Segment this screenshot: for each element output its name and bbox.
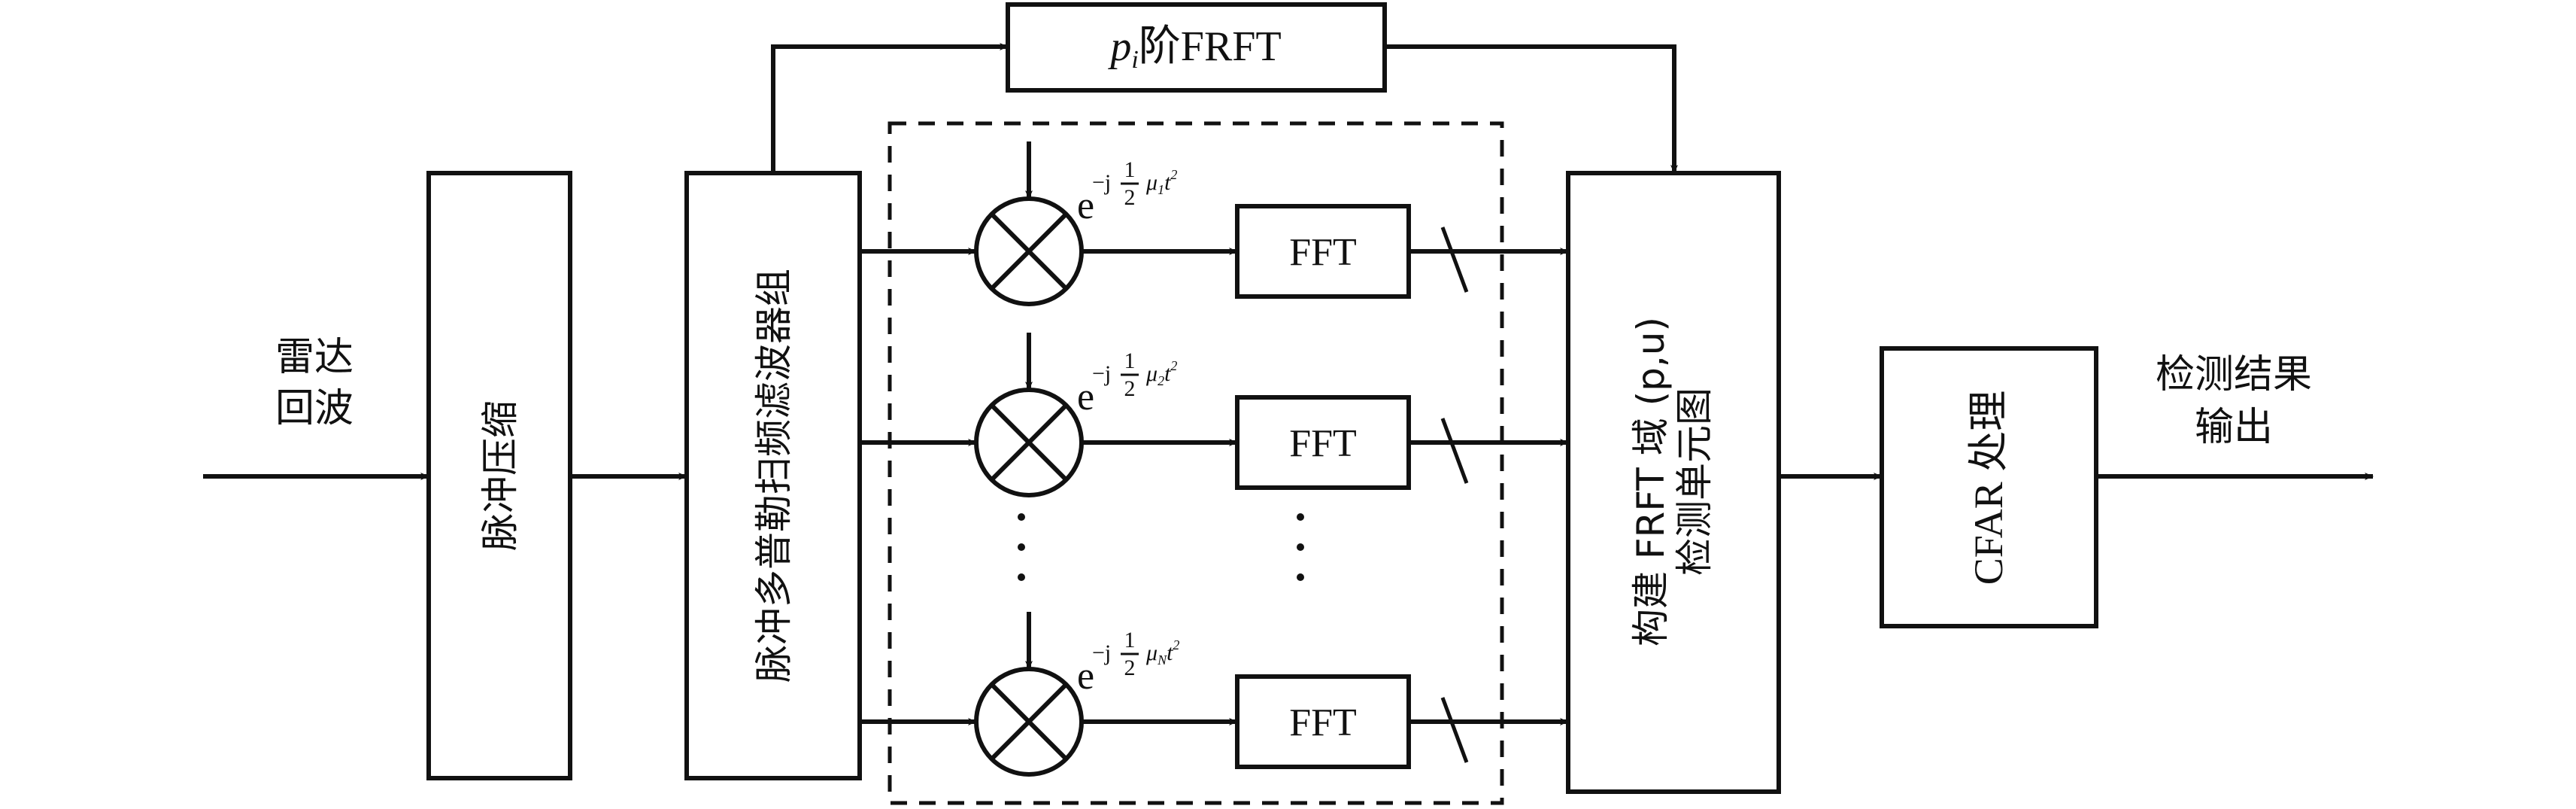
- build-box-label-line1: 构建 FRFT 域 (p,u): [1629, 317, 1673, 646]
- svg-text:2: 2: [1124, 185, 1136, 210]
- svg-text:e: e: [1077, 376, 1094, 418]
- build-frft-detection-box: [1566, 171, 1781, 794]
- svg-text:1: 1: [1124, 157, 1136, 182]
- output-label-line2: 输出: [2195, 405, 2273, 450]
- svg-text:μ2t2: μ2t2: [1145, 358, 1177, 388]
- svg-text:−j: −j: [1092, 640, 1111, 665]
- ellipsis-dots: [1018, 513, 1304, 581]
- filter-bank-label: 脉冲多普勒扫频滤波器组: [752, 269, 796, 683]
- svg-text:e: e: [1077, 184, 1094, 227]
- input-label-line1: 雷达: [275, 335, 353, 380]
- fft-label-n: FFT: [1289, 701, 1357, 744]
- svg-text:−j: −j: [1092, 170, 1111, 195]
- output-label-line1: 检测结果: [2156, 352, 2312, 397]
- dashed-region: [887, 121, 1504, 805]
- svg-text:μ1t2: μ1t2: [1145, 167, 1177, 197]
- cfar-box: [1880, 346, 2098, 628]
- branch-n: [860, 612, 1569, 777]
- svg-text:2: 2: [1124, 655, 1136, 680]
- arrow-frft-to-build: [1385, 44, 1678, 174]
- bus-slash-icon: [1440, 697, 1469, 763]
- branch-2: [860, 333, 1569, 497]
- fft-label-2: FFT: [1289, 422, 1357, 465]
- svg-text:1: 1: [1124, 628, 1136, 652]
- cfar-label: CFAR 处理: [1966, 391, 2011, 585]
- pulse-compression-label: 脉冲压缩: [478, 400, 522, 551]
- exponent-label-1: e −j 1 2 μ1t2: [1077, 157, 1177, 227]
- exponent-label-2: e −j 1 2 μ2t2: [1077, 348, 1177, 418]
- exponent-label-n: e −j 1 2 μNt2: [1077, 628, 1179, 698]
- svg-text:1: 1: [1124, 348, 1136, 373]
- svg-text:e: e: [1077, 655, 1094, 698]
- bus-slash-icon: [1440, 418, 1469, 484]
- input-label-line2: 回波: [275, 386, 353, 431]
- bus-slash-icon: [1440, 227, 1469, 293]
- frft-box-label: pi阶FRFT: [1107, 23, 1281, 74]
- svg-text:2: 2: [1124, 376, 1136, 401]
- build-box-label-line2: 检测单元图: [1673, 388, 1716, 576]
- svg-text:−j: −j: [1092, 361, 1111, 386]
- fft-label-1: FFT: [1289, 231, 1357, 274]
- svg-text:μNt2: μNt2: [1145, 637, 1179, 668]
- arrow-to-frft: [771, 43, 1009, 173]
- branch-1: [860, 141, 1569, 306]
